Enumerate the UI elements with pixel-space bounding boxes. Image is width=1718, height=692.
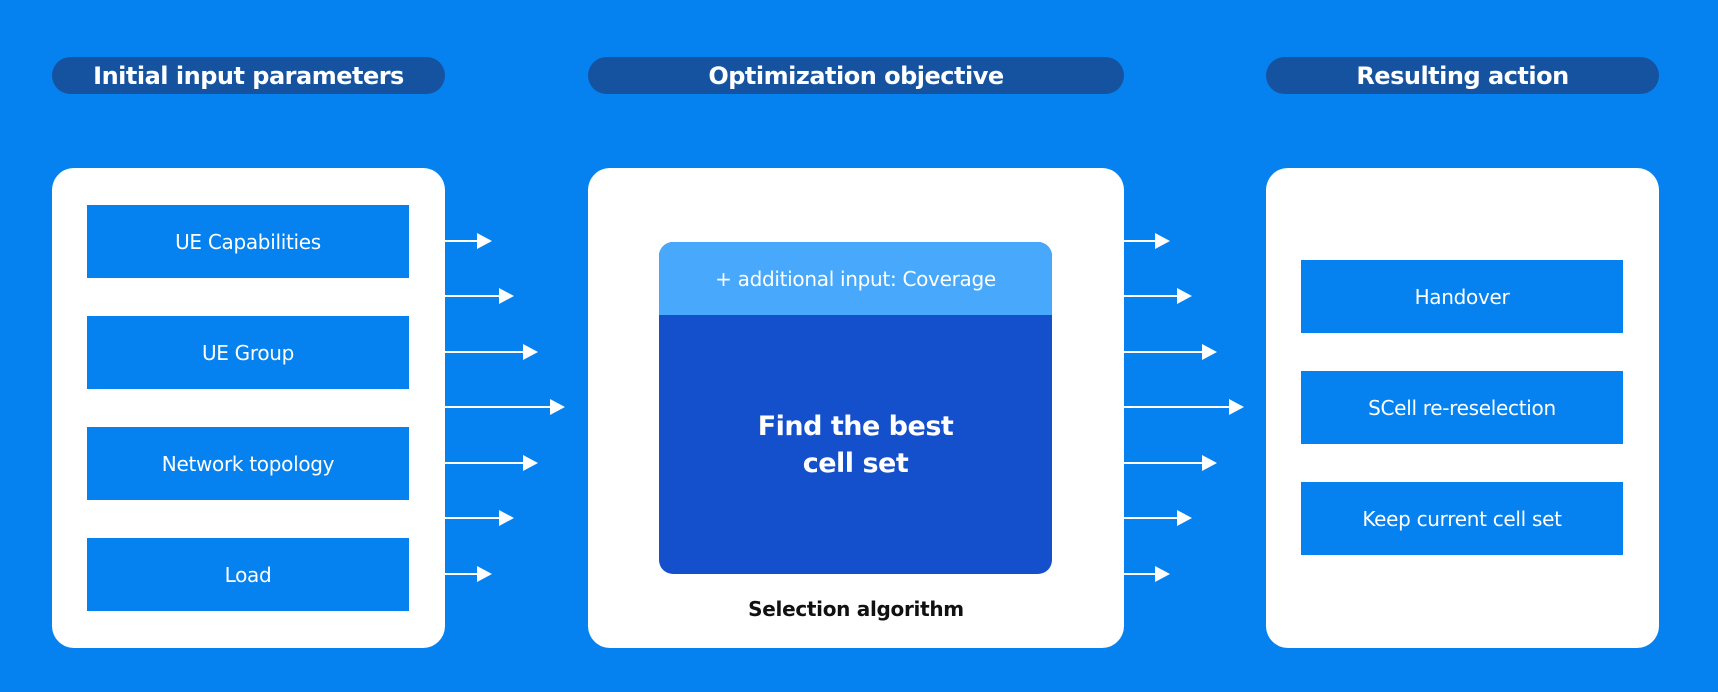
right-arrow-group xyxy=(1124,233,1244,582)
selection-algorithm-box: + additional input: Coverage Find the be… xyxy=(659,242,1052,574)
input-label: UE Group xyxy=(201,340,295,365)
input-ue-capabilities: UE Capabilities xyxy=(87,205,409,278)
selection-algorithm-caption: Selection algorithm xyxy=(748,597,964,621)
action-handover: Handover xyxy=(1301,260,1623,333)
arrow-right-icon xyxy=(445,233,492,249)
arrow-right-icon xyxy=(445,455,538,471)
left-arrow-group xyxy=(445,233,565,582)
input-ue-group: UE Group xyxy=(87,316,409,389)
additional-input-coverage: + additional input: Coverage xyxy=(659,242,1052,315)
algo-main-line1: Find the best xyxy=(757,410,954,442)
arrow-right-icon xyxy=(1124,399,1244,415)
additional-input-label: + additional input: Coverage xyxy=(715,266,996,291)
header-label: Resulting action xyxy=(1356,61,1569,90)
input-network-topology: Network topology xyxy=(87,427,409,500)
arrow-right-icon xyxy=(1124,288,1192,304)
header-resulting-action: Resulting action xyxy=(1266,57,1659,94)
arrow-right-icon xyxy=(1124,344,1217,360)
arrow-right-icon xyxy=(445,288,514,304)
action-label: SCell re-reselection xyxy=(1368,395,1556,420)
arrow-right-icon xyxy=(1124,510,1192,526)
header-optimization-objective: Optimization objective xyxy=(588,57,1124,94)
algo-main-line2: cell set xyxy=(802,447,909,479)
action-label: Handover xyxy=(1414,284,1510,309)
action-label: Keep current cell set xyxy=(1362,506,1562,531)
input-label: UE Capabilities xyxy=(175,229,321,254)
arrow-right-icon xyxy=(445,344,538,360)
header-label: Initial input parameters xyxy=(93,61,404,90)
arrow-right-icon xyxy=(1124,233,1170,249)
arrow-right-icon xyxy=(1124,455,1217,471)
header-label: Optimization objective xyxy=(708,61,1004,90)
input-load: Load xyxy=(87,538,409,611)
arrow-right-icon xyxy=(1124,566,1170,582)
input-label: Network topology xyxy=(161,451,335,476)
action-keep-current-cell-set: Keep current cell set xyxy=(1301,482,1623,555)
arrow-right-icon xyxy=(445,510,514,526)
header-initial-input-parameters: Initial input parameters xyxy=(52,57,445,94)
action-scell-reselection: SCell re-reselection xyxy=(1301,371,1623,444)
find-best-cell-set: Find the best cell set xyxy=(659,315,1052,574)
arrow-right-icon xyxy=(445,566,492,582)
input-label: Load xyxy=(224,562,272,587)
arrow-right-icon xyxy=(445,399,565,415)
